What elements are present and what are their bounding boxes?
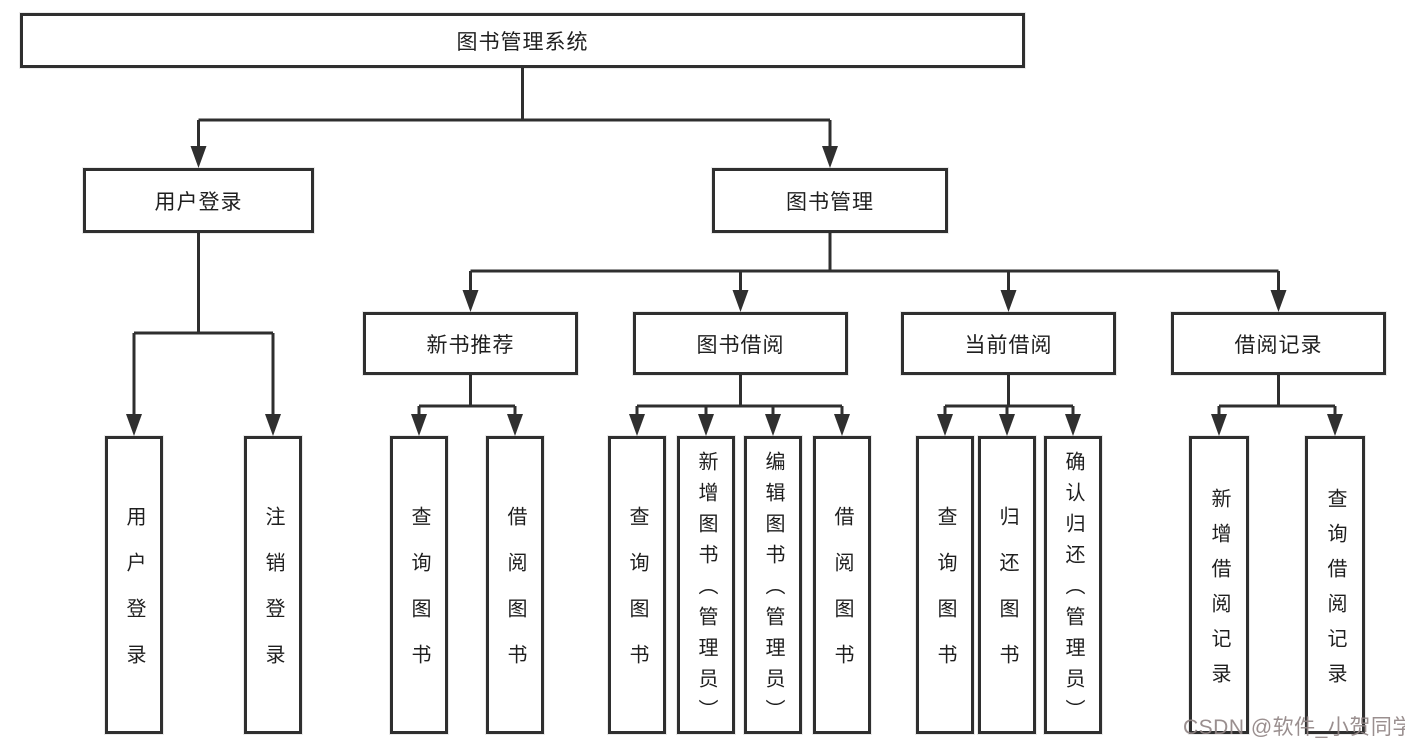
leaf-borrow-books-borrowing: 借阅图书 — [813, 436, 871, 734]
connector-user-login-group — [132, 233, 275, 418]
node-borrowing-records-label: 借阅记录 — [1234, 333, 1323, 357]
arrow-down-icon — [1211, 414, 1227, 436]
arrow-down-icon — [629, 414, 645, 436]
node-root: 图书管理系统 — [20, 13, 1025, 68]
arrow-down-icon — [411, 414, 427, 436]
leaf-return-books: 归还图书 — [978, 436, 1036, 734]
leaf-logout: 注销登录 — [244, 436, 302, 734]
node-borrowing-records: 借阅记录 — [1171, 312, 1386, 375]
leaf-query-books-recommend: 查询图书 — [390, 436, 448, 734]
node-root-label: 图书管理系统 — [456, 30, 589, 54]
arrow-down-icon — [1327, 414, 1343, 436]
node-new-book-recommend: 新书推荐 — [363, 312, 578, 375]
arrow-down-icon — [698, 414, 714, 436]
arrow-down-icon — [937, 414, 953, 436]
node-book-management-label: 图书管理 — [786, 190, 874, 214]
node-current-borrowing-label: 当前借阅 — [964, 333, 1053, 357]
leaf-query-books-current: 查询图书 — [916, 436, 974, 734]
connector-current-borrow-group — [943, 375, 1075, 418]
arrow-down-icon — [732, 290, 749, 312]
node-current-borrowing: 当前借阅 — [901, 312, 1116, 375]
connector-book-management-group — [469, 233, 1280, 294]
node-new-book-recommend-label: 新书推荐 — [426, 333, 515, 357]
connector-book-borrow-group — [635, 375, 844, 418]
arrow-down-icon — [999, 414, 1015, 436]
arrow-down-icon — [834, 414, 850, 436]
arrow-down-icon — [1065, 414, 1081, 436]
arrow-down-icon — [765, 414, 781, 436]
node-book-borrowing-label: 图书借阅 — [696, 333, 785, 357]
arrow-down-icon — [1270, 290, 1287, 312]
arrow-down-icon — [822, 146, 838, 168]
arrow-down-icon — [190, 146, 207, 168]
node-book-management: 图书管理 — [712, 168, 948, 233]
arrow-down-icon — [507, 414, 523, 436]
leaf-confirm-return-admin: 确认归还（管理员） — [1044, 436, 1102, 734]
leaf-query-books-borrowing: 查询图书 — [608, 436, 666, 734]
leaf-add-book-admin: 新增图书（管理员） — [677, 436, 735, 734]
leaf-edit-book-admin: 编辑图书（管理员） — [744, 436, 802, 734]
leaf-borrow-books-recommend: 借阅图书 — [486, 436, 544, 734]
leaf-query-borrow-record: 查询借阅记录 — [1305, 436, 1365, 734]
node-book-borrowing: 图书借阅 — [633, 312, 848, 375]
arrow-down-icon — [462, 290, 479, 312]
connector-borrow-record-group — [1217, 375, 1337, 418]
connector-new-book-group — [417, 375, 517, 418]
arrow-down-icon — [265, 414, 281, 436]
arrow-down-icon — [126, 414, 142, 436]
connector-root-to-level2 — [197, 68, 832, 150]
watermark: CSDN @软件_小贺同学 — [1183, 716, 1405, 739]
node-user-login-label: 用户登录 — [154, 190, 243, 214]
leaf-user-login: 用户登录 — [105, 436, 163, 734]
leaf-add-borrow-record: 新增借阅记录 — [1189, 436, 1249, 734]
arrow-down-icon — [1000, 290, 1017, 312]
node-user-login: 用户登录 — [83, 168, 314, 233]
